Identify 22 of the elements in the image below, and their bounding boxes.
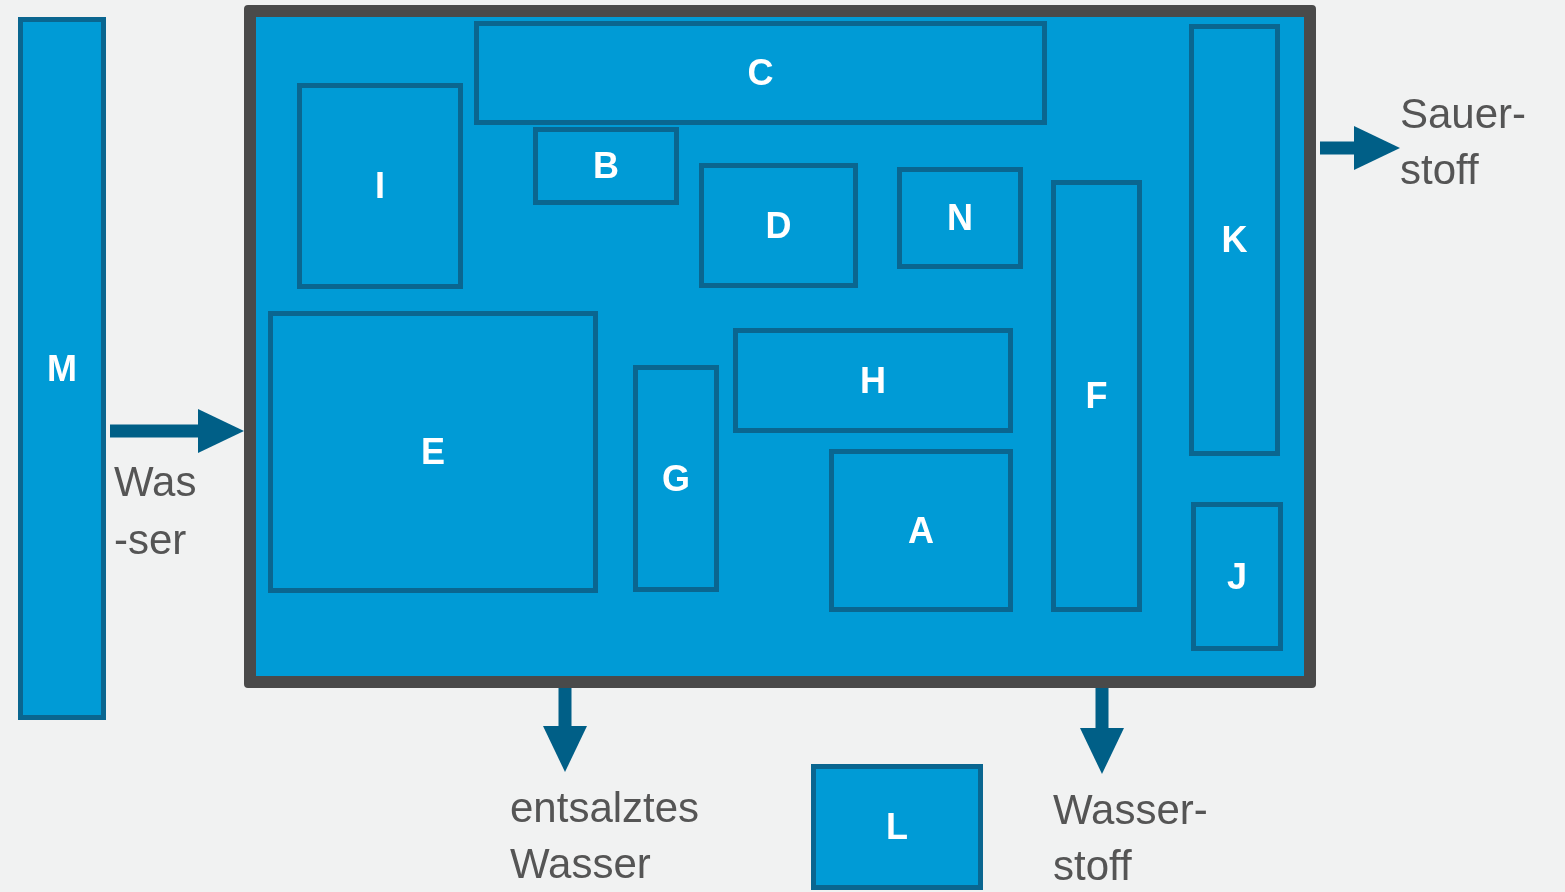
component-box: F (1051, 180, 1142, 612)
component-box: A (829, 449, 1013, 612)
component-box: C (474, 21, 1047, 125)
component-box: K (1189, 24, 1280, 456)
component-box: E (268, 311, 598, 593)
arrow (1080, 688, 1124, 774)
component-box: H (733, 328, 1013, 433)
output-label: Wasser- stoff (1053, 782, 1253, 892)
output-label: entsalztes Wasser (510, 780, 750, 892)
arrow (1320, 126, 1400, 170)
component-box: D (699, 163, 858, 288)
component-box: M (18, 17, 106, 720)
component-box: J (1191, 502, 1283, 651)
component-box: G (633, 365, 719, 592)
component-box: L (811, 764, 983, 890)
component-box: B (533, 127, 679, 205)
arrow (543, 688, 587, 772)
arrow (110, 409, 244, 453)
output-label: Sauer- stoff (1400, 86, 1560, 206)
component-box: I (297, 83, 463, 289)
system-frame (244, 5, 1316, 688)
component-box: N (897, 167, 1023, 269)
